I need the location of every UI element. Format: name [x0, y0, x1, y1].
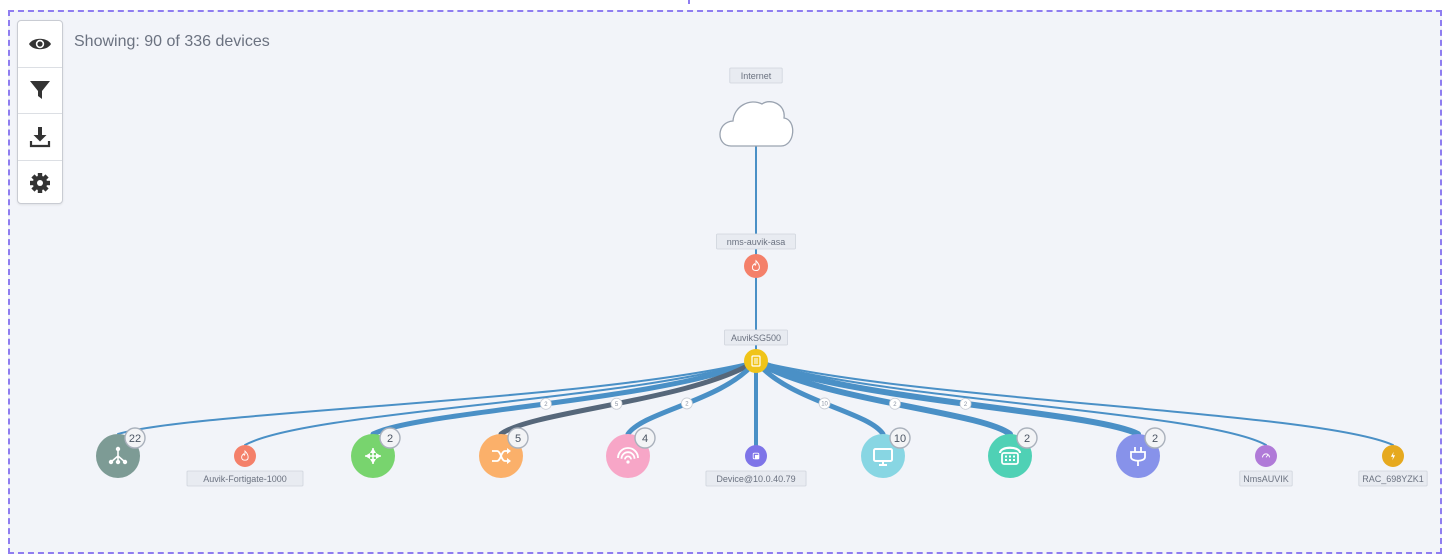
firewall-node[interactable]	[744, 254, 768, 278]
node-label: Device@10.0.40.79	[705, 470, 807, 487]
device-count-badge: 2	[1144, 427, 1166, 449]
plug-icon	[1130, 447, 1146, 466]
download-button[interactable]	[18, 113, 62, 160]
device-count-badge: 5	[507, 427, 529, 449]
switch-icon	[751, 355, 761, 367]
link-count-badge: 2	[539, 397, 552, 410]
link-count-badge: 2	[889, 397, 901, 410]
device-count-badge: 22	[124, 427, 146, 449]
filter-button[interactable]	[18, 66, 62, 114]
svg-text:RAC_698YZK1: RAC_698YZK1	[1362, 474, 1424, 484]
node-wifi-group[interactable]: 4	[606, 427, 656, 478]
total-count: 336	[184, 33, 212, 50]
node-power-group[interactable]: 2	[1116, 427, 1166, 478]
node-label: RAC_698YZK1	[1358, 470, 1428, 487]
svg-text:2: 2	[685, 401, 689, 407]
svg-text:2: 2	[893, 402, 897, 408]
link-count-badge: 2	[680, 397, 693, 410]
flame-icon	[751, 259, 760, 271]
svg-text:Device@10.0.40.79: Device@10.0.40.79	[716, 474, 795, 484]
internet-label: Internet	[729, 67, 783, 84]
svg-text:22: 22	[129, 433, 141, 445]
node-network-group[interactable]: 22	[96, 427, 146, 478]
firewall-label: nms-auvik-asa	[716, 233, 796, 250]
svg-text:AuvikSG500: AuvikSG500	[731, 333, 781, 343]
svg-text:5: 5	[515, 433, 521, 445]
status-of: of	[166, 33, 180, 50]
map-toolbar	[17, 20, 63, 204]
link-rac-698yzk1[interactable]	[755, 360, 1394, 446]
shown-count: 90	[144, 33, 163, 50]
link-network-group[interactable]	[117, 360, 757, 435]
svg-text:nms-auvik-asa: nms-auvik-asa	[727, 237, 786, 247]
link-nms-auvik[interactable]	[755, 360, 1267, 446]
download-icon	[29, 126, 51, 147]
svg-text:Auvik-Fortigate-1000: Auvik-Fortigate-1000	[203, 474, 287, 484]
node-label: NmsAUVIK	[1239, 470, 1293, 487]
device-icon	[752, 452, 760, 460]
node-auvik-fortigate[interactable]	[234, 445, 256, 467]
node-label: Auvik-Fortigate-1000	[186, 470, 304, 487]
node-switch-group[interactable]: 5	[479, 427, 529, 478]
svg-text:5: 5	[615, 402, 619, 408]
svg-text:2: 2	[1152, 433, 1158, 445]
network-icon	[108, 446, 128, 465]
link-count-badge: 10	[818, 397, 831, 410]
svg-text:10: 10	[821, 401, 828, 407]
svg-text:NmsAUVIK: NmsAUVIK	[1243, 474, 1289, 484]
node-nms-auvik[interactable]	[1255, 445, 1277, 467]
filter-icon	[30, 81, 50, 100]
device-count-badge: 2	[379, 427, 401, 449]
monitor-icon	[873, 448, 893, 466]
wifi-icon	[617, 447, 639, 464]
view-button[interactable]	[18, 21, 62, 67]
lightning-icon	[1390, 451, 1396, 461]
svg-text:2: 2	[387, 433, 393, 445]
phone-icon	[998, 446, 1022, 465]
device-count-status: Showing: 90 of 336 devices	[74, 33, 270, 51]
link-auvik-fortigate[interactable]	[244, 360, 757, 446]
gear-icon	[30, 173, 50, 194]
device-count-badge: 4	[634, 427, 656, 449]
flame-icon	[241, 450, 249, 461]
gauge-icon	[1262, 453, 1270, 458]
device-count-badge: 10	[889, 427, 911, 449]
svg-text:2: 2	[1024, 433, 1030, 445]
status-suffix: devices	[215, 33, 270, 50]
device-count-badge: 2	[1016, 427, 1038, 449]
node-device-10-0-40-79[interactable]	[745, 445, 767, 467]
switch-label: AuvikSG500	[724, 329, 788, 346]
eye-icon	[29, 38, 51, 49]
switch-node[interactable]	[744, 349, 768, 373]
settings-button[interactable]	[18, 159, 62, 207]
svg-text:2: 2	[964, 402, 968, 408]
node-phone-group[interactable]: 2	[988, 427, 1038, 478]
svg-text:Internet: Internet	[741, 71, 772, 81]
cloud-icon[interactable]	[719, 101, 794, 147]
node-workstation-group[interactable]: 10	[861, 427, 911, 478]
node-rac-698yzk1[interactable]	[1382, 445, 1404, 467]
svg-text:2: 2	[544, 402, 548, 408]
svg-text:10: 10	[894, 433, 906, 445]
shuffle-icon	[492, 448, 511, 464]
frame-marker	[688, 0, 690, 4]
link-count-badge: 2	[959, 397, 972, 410]
svg-text:4: 4	[642, 433, 648, 445]
router-icon	[365, 448, 381, 464]
node-router-group[interactable]: 2	[351, 427, 401, 478]
link-count-badge: 5	[610, 397, 623, 410]
status-prefix: Showing:	[74, 33, 140, 50]
